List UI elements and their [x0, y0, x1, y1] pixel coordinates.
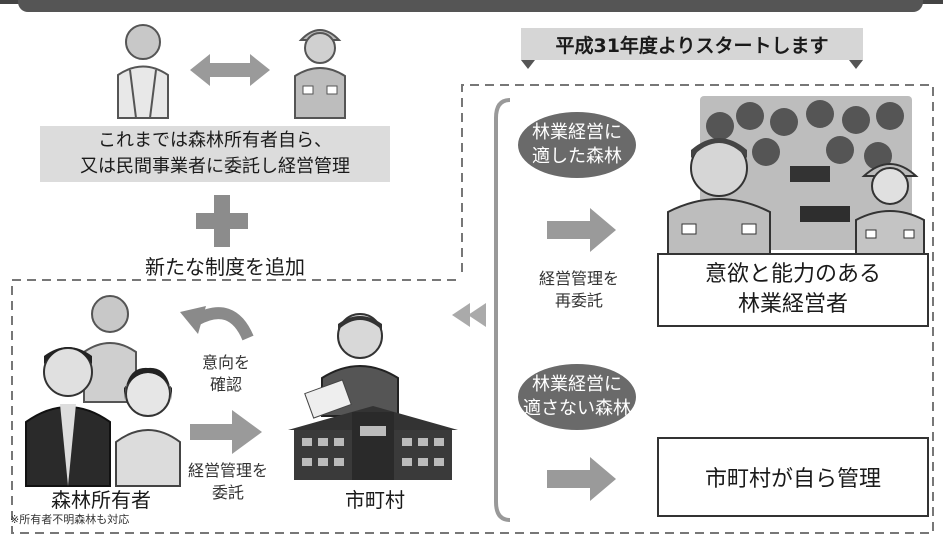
confirm-intent-line2: 確認	[209, 375, 242, 394]
suitable-line1: 林業経営に	[532, 122, 622, 143]
operator-line2: 林業経営者	[737, 292, 848, 317]
return-arrow-icon	[452, 303, 486, 327]
self-manage-box: 市町村が自ら管理	[657, 437, 929, 517]
reentrust-text: 経営管理を 再委託	[524, 268, 634, 312]
entrust-line2: 委託	[211, 483, 244, 502]
forest-owners-icon	[25, 295, 181, 487]
operator-line1: 意欲と能力のある	[704, 262, 881, 287]
start-banner-text: 平成31年度よりスタートします	[555, 34, 829, 57]
unsuitable-line2: 適さない森林	[523, 398, 631, 419]
current-system-box: これまでは森林所有者自ら、 又は民間事業者に委託し経営管理	[40, 126, 390, 182]
plus-icon-vertical	[214, 195, 230, 247]
current-system-line2: 又は民間事業者に委託し経営管理	[80, 156, 350, 177]
banner-left-notch-icon	[521, 60, 535, 69]
unsuitable-line1: 林業経営に	[532, 374, 622, 395]
confirm-intent-text: 意向を 確認	[186, 352, 266, 396]
young-worker-icon	[855, 163, 925, 256]
entrust-arrow-icon	[190, 410, 262, 454]
options-bracket	[494, 98, 511, 522]
confirm-curve-arrow-icon	[193, 307, 254, 341]
suitable-forest-bubble: 林業経営に 適した森林	[518, 112, 636, 178]
suitable-line2: 適した森林	[532, 146, 622, 167]
confirm-intent-line1: 意向を	[201, 353, 250, 372]
new-system-label: 新たな制度を追加	[145, 255, 305, 279]
self-manage-arrow-icon	[547, 457, 616, 501]
operator-box: 意欲と能力のある 林業経営者	[657, 253, 929, 327]
start-banner: 平成31年度よりスタートします	[521, 28, 863, 60]
reentrust-line2: 再委託	[554, 291, 603, 310]
entrust-text: 経営管理を 委託	[176, 460, 280, 504]
unsuitable-forest-bubble: 林業経営に 適さない森林	[518, 364, 636, 430]
forestry-manager-icon	[667, 138, 771, 256]
elder-owner-icon	[117, 24, 169, 119]
banner-right-notch-icon	[849, 60, 863, 69]
reentrust-line1: 経営管理を	[538, 269, 619, 288]
reentrust-arrow-icon	[547, 208, 616, 252]
entrust-line1: 経営管理を	[187, 461, 268, 480]
municipality-label: 市町村	[345, 488, 405, 512]
mutual-arrow-icon	[190, 54, 270, 86]
current-system-line1: これまでは森林所有者自ら、	[98, 130, 332, 151]
forestry-worker-icon	[294, 29, 346, 119]
self-manage-text: 市町村が自ら管理	[704, 467, 881, 492]
top-frame-edge	[18, 0, 923, 12]
owners-note: ※所有者不明森林も対応	[10, 513, 130, 526]
owners-label: 森林所有者	[51, 488, 151, 512]
dashed-region-outline	[11, 84, 934, 534]
municipality-icon	[288, 313, 458, 480]
